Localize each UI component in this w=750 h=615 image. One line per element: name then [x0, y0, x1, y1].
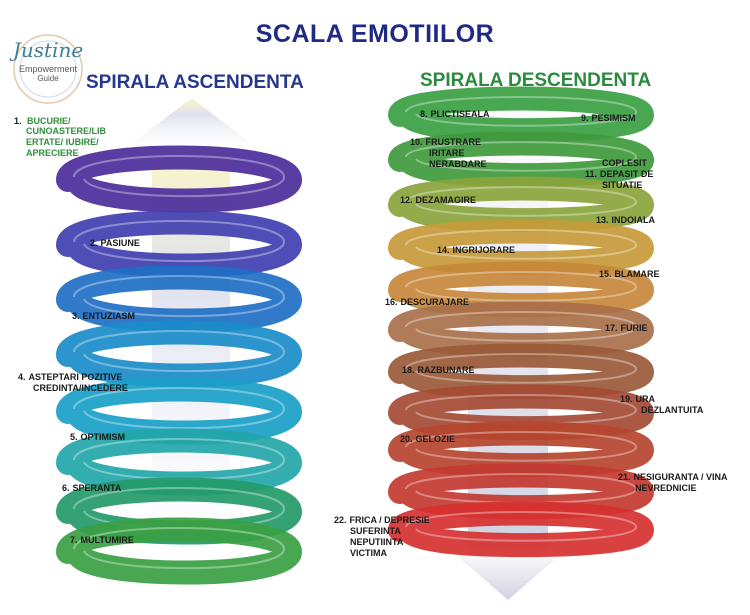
descending-band-7	[388, 343, 655, 400]
emotion-label-19-line2: DEZLANTUITA	[641, 405, 704, 415]
ascending-band-8	[56, 517, 303, 585]
emotion-label-20: 20.GELOZIE	[400, 434, 456, 444]
descending-band-highlight-8	[405, 394, 638, 425]
emotion-label-18: 18.RAZBUNARE	[402, 365, 475, 375]
logo-line1: Empowerment	[18, 64, 78, 74]
ascending-band-2	[56, 210, 303, 278]
descending-band-highlight-3	[405, 186, 638, 217]
descending-band-highlight-1	[405, 96, 638, 127]
emotion-label-2: 2.PASIUNE	[90, 238, 140, 248]
descending-heading: SPIRALA DESCENDENTA	[420, 70, 652, 91]
ascending-band-1	[56, 145, 303, 213]
emotion-label-1: 1. BUCURIE/	[14, 116, 71, 126]
emotion-label-3: 3.ENTUZIASM	[72, 311, 136, 321]
descending-band-highlight-9	[405, 431, 638, 462]
emotion-label-9: 9.PESIMISM	[581, 113, 636, 123]
descending-band-highlight-5	[405, 271, 638, 302]
page-title: SCALA EMOTIILOR	[255, 20, 495, 48]
emotion-label-22: 22.FRICA / DEPRESIE	[334, 515, 430, 525]
emotion-label-4-line2: CREDINTA/INCEDERE	[33, 383, 128, 393]
descending-band-highlight-6	[405, 311, 638, 342]
ascending-band-highlight-4	[73, 330, 286, 373]
emotion-label-17: 17.FURIE	[605, 323, 648, 333]
ascending-spiral	[56, 145, 303, 585]
emotion-label-8: 8.PLICTISEALA	[420, 109, 490, 119]
ascending-band-highlight-8	[73, 527, 286, 570]
descending-band-highlight-11	[405, 511, 638, 542]
descending-band-6	[388, 301, 655, 358]
emotion-label-19: 19.URA	[620, 394, 656, 404]
logo-line2: Guide	[37, 74, 59, 83]
ascending-band-highlight-3	[73, 275, 286, 318]
descending-band-9	[388, 421, 655, 478]
emotion-label-6: 6.SPERANTA	[62, 483, 122, 493]
emotion-label-12: 12.DEZAMAGIRE	[400, 195, 477, 205]
emotion-label-21: 21.NESIGURANTA / VINA	[618, 472, 728, 482]
ascending-band-highlight-2	[73, 220, 286, 263]
ascending-heading: SPIRALA ASCENDENTA	[86, 72, 304, 93]
ascending-band-3	[56, 265, 303, 333]
emotion-label-1-line4: APRECIERE	[26, 148, 79, 158]
emotion-label-21-line2: NEVREDNICIE	[635, 483, 697, 493]
descending-band-highlight-7	[405, 353, 638, 384]
emotion-label-11: 11.DEPASIT DE	[585, 169, 654, 179]
descending-band-3	[388, 176, 655, 233]
emotion-label-10-line3: NERABDARE	[429, 159, 487, 169]
descending-spiral	[388, 86, 655, 558]
ascending-band-highlight-5	[73, 387, 286, 430]
emotion-label-14: 14.INGRIJORARE	[437, 245, 516, 255]
emotion-label-1-line3: ERTATE/ IUBIRE/	[26, 137, 99, 147]
descending-band-highlight-4	[405, 229, 638, 260]
emotion-label-4: 4.ASTEPTARI POZITIVE	[18, 372, 123, 382]
emotion-label-7: 7.MULTUMIRE	[70, 535, 134, 545]
ascending-band-highlight-1	[73, 155, 286, 198]
emotion-label-13: 13.INDOIALA	[596, 215, 656, 225]
ascending-band-4	[56, 320, 303, 388]
emotion-label-5: 5.OPTIMISM	[70, 432, 126, 442]
descending-band-highlight-2	[405, 141, 638, 172]
descending-band-11	[388, 501, 655, 558]
descending-band-4	[388, 219, 655, 276]
emotion-label-1-line2: CUNOASTERE/LIB	[26, 126, 107, 136]
emotion-label-11-line1: COPLESIT	[602, 158, 648, 168]
emotion-label-16: 16.DESCURAJARE	[385, 297, 470, 307]
emotion-label-22-line2: SUFERINTA	[350, 526, 401, 536]
emotion-label-22-line3: NEPUTIINTA	[350, 537, 404, 547]
descending-band-2	[388, 131, 655, 188]
logo-name: Justine	[12, 38, 84, 62]
emotion-label-15: 15.BLAMARE	[599, 269, 660, 279]
emotion-label-10: 10.FRUSTRARE	[410, 137, 482, 147]
descending-band-1	[388, 86, 655, 143]
emotion-label-11-line3: SITUATIE	[602, 180, 643, 190]
emotion-label-10-line2: IRITARE	[429, 148, 465, 158]
descending-band-highlight-10	[405, 473, 638, 504]
ascending-band-highlight-6	[73, 438, 286, 481]
logo-swirl-icon	[13, 34, 83, 104]
logo	[6, 30, 90, 108]
emotion-label-22-line4: VICTIMA	[350, 548, 387, 558]
